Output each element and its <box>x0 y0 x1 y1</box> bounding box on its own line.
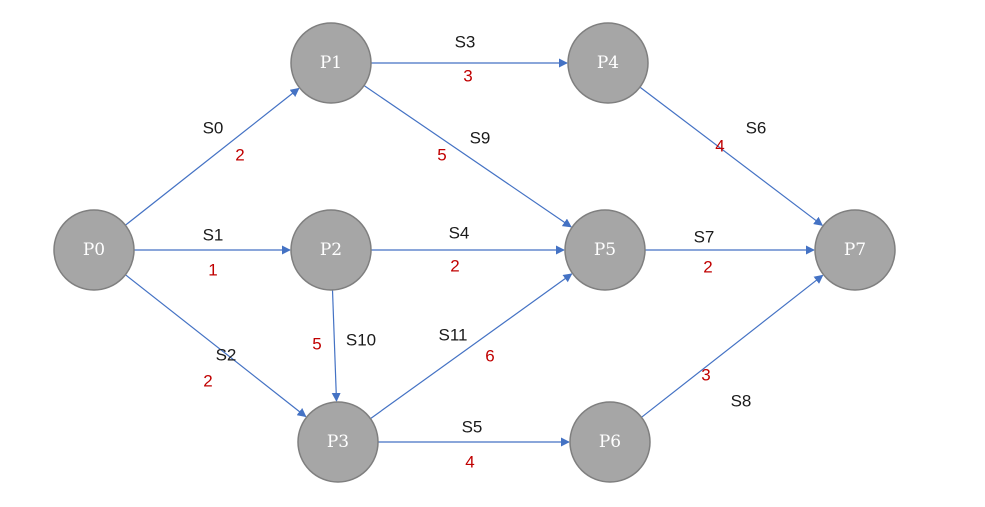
node-p3-circle <box>297 401 379 483</box>
node-p6-label: P6 <box>599 432 621 452</box>
edge-s6-arrow <box>639 86 824 226</box>
node-p4-circle <box>567 22 649 104</box>
edge-s8-label: S8 <box>731 392 752 411</box>
node-p7-label: P7 <box>844 240 866 260</box>
edge-s10-weight: 5 <box>312 335 321 354</box>
edge-s11-weight: 6 <box>485 347 494 366</box>
edge-s0-label: S0 <box>203 119 224 138</box>
edges-layer <box>125 58 824 447</box>
edge-s9-label: S9 <box>470 129 491 148</box>
edge-s11-label: S11 <box>439 326 468 345</box>
node-p6: P6 <box>569 401 651 483</box>
node-p0-label: P0 <box>83 240 105 260</box>
node-p6-circle <box>569 401 651 483</box>
edge-s3-weight: 3 <box>463 67 472 86</box>
edge-s5-weight: 4 <box>465 453 474 472</box>
edge-s10-arrow <box>331 289 341 402</box>
edge-s9-weight: 5 <box>437 146 446 165</box>
node-p5: P5 <box>564 209 646 291</box>
node-p1-circle <box>290 22 372 104</box>
edge-s4-label: S4 <box>449 224 470 243</box>
node-p1-label: P1 <box>320 53 342 73</box>
node-p0: P0 <box>53 209 135 291</box>
edge-s0-arrow <box>125 87 300 226</box>
node-p2-circle <box>290 209 372 291</box>
edge-s7-label: S7 <box>694 228 715 247</box>
node-p4-label: P4 <box>597 53 619 73</box>
node-p7-circle <box>814 209 896 291</box>
node-p3-label: P3 <box>327 432 349 452</box>
edge-s6-label: S6 <box>746 119 767 138</box>
node-p5-circle <box>564 209 646 291</box>
edge-s8-weight: 3 <box>701 366 710 385</box>
edge-s4-weight: 2 <box>450 257 459 276</box>
edge-s0-weight: 2 <box>235 146 244 165</box>
node-p1: P1 <box>290 22 372 104</box>
node-p7: P7 <box>814 209 896 291</box>
edge-s7-weight: 2 <box>703 258 712 277</box>
edge-s6-weight: 4 <box>715 137 724 156</box>
edge-s10-label: S10 <box>346 331 376 350</box>
node-p0-circle <box>53 209 135 291</box>
node-p3: P3 <box>297 401 379 483</box>
edge-s8-arrow <box>641 274 824 418</box>
node-p2: P2 <box>290 209 372 291</box>
edge-s1-weight: 1 <box>208 261 217 280</box>
node-p5-label: P5 <box>594 240 616 260</box>
edge-s3-label: S3 <box>455 33 476 52</box>
node-p2-label: P2 <box>320 240 342 260</box>
edge-s2-arrow <box>125 274 307 418</box>
edge-s2-label: S2 <box>216 346 237 365</box>
edge-s2-weight: 2 <box>203 372 212 391</box>
edge-s9-arrow <box>363 85 572 228</box>
edge-s5-label: S5 <box>462 418 483 437</box>
node-p4: P4 <box>567 22 649 104</box>
edge-s1-label: S1 <box>203 226 224 245</box>
edge-s11-arrow <box>370 273 573 420</box>
